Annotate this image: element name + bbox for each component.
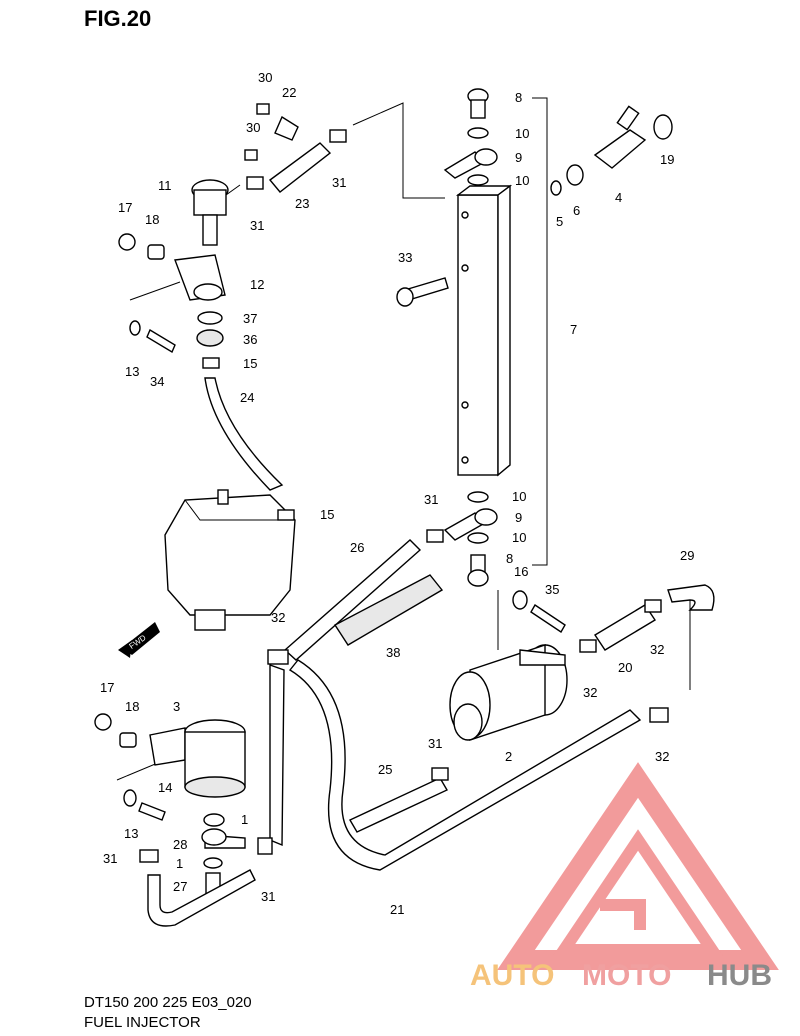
watermark-brand-text: AUTO MOTO HUB bbox=[470, 959, 772, 992]
pressure-regulator-assembly bbox=[118, 103, 347, 491]
callout-label: 32 bbox=[583, 685, 597, 700]
fuel-pump bbox=[449, 590, 568, 741]
callout-label: 11 bbox=[158, 178, 172, 193]
callout-label: 1 bbox=[176, 856, 183, 871]
lower-banjo-union bbox=[426, 491, 498, 587]
hose-group-26-38 bbox=[283, 539, 444, 661]
callout-label: 17 bbox=[100, 680, 114, 695]
callout-label: 19 bbox=[660, 152, 674, 167]
callout-label: 10 bbox=[515, 126, 529, 141]
callout-label: 15 bbox=[320, 507, 334, 522]
vapor-separator-tank bbox=[164, 489, 296, 631]
model-code: DT150 200 225 E03_020 bbox=[84, 994, 252, 1011]
callout-label: 31 bbox=[250, 218, 264, 233]
fuel-filter-line bbox=[579, 584, 715, 723]
callout-label: 18 bbox=[125, 699, 139, 714]
assembly-leader-lines bbox=[116, 97, 691, 781]
callout-label: 31 bbox=[424, 492, 438, 507]
callout-label: 4 bbox=[615, 190, 622, 205]
callout-label: 13 bbox=[125, 364, 139, 379]
callout-label: 36 bbox=[243, 332, 257, 347]
main-hose-21-25 bbox=[267, 649, 642, 871]
callout-label: 32 bbox=[650, 642, 664, 657]
watermark-logo-icon bbox=[497, 762, 779, 970]
callout-label: 14 bbox=[158, 780, 172, 795]
callout-label: 7 bbox=[570, 322, 577, 337]
callout-label: 5 bbox=[556, 214, 563, 229]
callout-label: 10 bbox=[515, 173, 529, 188]
callout-label: 6 bbox=[573, 203, 580, 218]
callout-label: 35 bbox=[545, 582, 559, 597]
callout-label: 8 bbox=[515, 90, 522, 105]
callout-label: 37 bbox=[243, 311, 257, 326]
watermark-text-moto: MOTO bbox=[582, 959, 671, 992]
callout-label: 8 bbox=[506, 551, 513, 566]
upper-banjo-union bbox=[443, 88, 498, 186]
callout-label: 34 bbox=[150, 374, 164, 389]
fuel-injector-assembly bbox=[550, 105, 673, 196]
callout-label: 20 bbox=[618, 660, 632, 675]
callout-label: 31 bbox=[332, 175, 346, 190]
fwd-arrow-icon bbox=[118, 622, 160, 658]
callout-label: 32 bbox=[655, 749, 669, 764]
callout-label: 25 bbox=[378, 762, 392, 777]
callout-label: 33 bbox=[398, 250, 412, 265]
callout-label: 24 bbox=[240, 390, 254, 405]
watermark-text-auto: AUTO bbox=[470, 959, 554, 992]
part-number-callouts: 30 22 30 11 31 23 31 17 18 12 37 36 13 3… bbox=[100, 70, 694, 917]
callout-label: 15 bbox=[243, 356, 257, 371]
diagram-caption: FUEL INJECTOR bbox=[84, 1014, 201, 1031]
callout-label: 26 bbox=[350, 540, 364, 555]
callout-label: 1 bbox=[241, 812, 248, 827]
callout-label: 2 bbox=[505, 749, 512, 764]
callout-label: 29 bbox=[680, 548, 694, 563]
callout-label: 32 bbox=[271, 610, 285, 625]
callout-label: 27 bbox=[173, 879, 187, 894]
callout-label: 10 bbox=[512, 530, 526, 545]
callout-label: 31 bbox=[261, 889, 275, 904]
callout-label: 12 bbox=[250, 277, 264, 292]
callout-label: 28 bbox=[173, 837, 187, 852]
fuel-filter-lower bbox=[94, 713, 273, 927]
callout-label: 22 bbox=[282, 85, 296, 100]
callout-label: 9 bbox=[515, 150, 522, 165]
callout-label: 13 bbox=[124, 826, 138, 841]
callout-label: 10 bbox=[512, 489, 526, 504]
callout-label: 23 bbox=[295, 196, 309, 211]
callout-label: 31 bbox=[103, 851, 117, 866]
fuel-rail bbox=[396, 184, 513, 477]
callout-label: 16 bbox=[514, 564, 528, 579]
callout-label: 3 bbox=[173, 699, 180, 714]
callout-label: 9 bbox=[515, 510, 522, 525]
callout-label: 30 bbox=[258, 70, 272, 85]
callout-label: 21 bbox=[390, 902, 404, 917]
callout-label: 17 bbox=[118, 200, 132, 215]
callout-label: 31 bbox=[428, 736, 442, 751]
figure-title: FIG.20 bbox=[84, 6, 152, 31]
callout-label: 38 bbox=[386, 645, 400, 660]
callout-label: 30 bbox=[246, 120, 260, 135]
callout-label: 18 bbox=[145, 212, 159, 227]
watermark-text-hub: HUB bbox=[707, 959, 772, 992]
